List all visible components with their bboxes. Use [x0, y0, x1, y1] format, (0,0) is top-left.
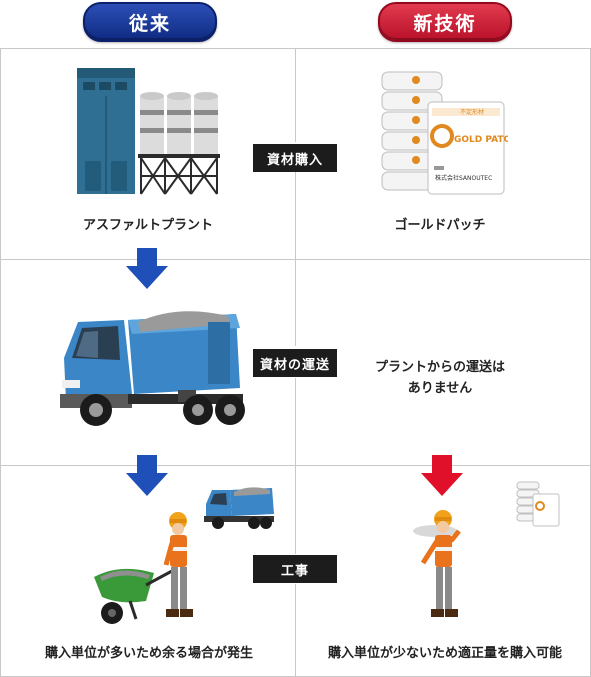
down-arrow-icon — [420, 455, 464, 497]
caption-conventional-construction: 購入単位が多いため余る場合が発生 — [44, 646, 253, 661]
asphalt-plant-icon — [75, 66, 225, 198]
column-divider — [295, 172, 296, 346]
down-arrow-icon — [125, 248, 169, 290]
tag-material-transport: 資材の運送 — [253, 349, 337, 377]
caption-asphalt-plant: アスファルトプラント — [82, 218, 213, 233]
no-transport-note-line1: プラントからの運送は — [374, 360, 505, 375]
small-gold-patch-bags-icon — [515, 480, 561, 528]
caption-new-construction: 購入単位が少ないため適正量を購入可能 — [327, 646, 562, 661]
product-maker: 株式会社SANOUTEC — [435, 174, 492, 182]
dump-truck-icon — [58, 298, 248, 438]
column-divider — [295, 584, 296, 676]
no-transport-note-line2: ありません — [407, 381, 473, 396]
small-truck-icon — [204, 482, 276, 532]
tag-material-purchase: 資材購入 — [253, 144, 337, 172]
caption-gold-patch: ゴールドパッチ — [394, 218, 486, 233]
down-arrow-icon — [125, 455, 169, 497]
header-conventional: 従来 — [83, 2, 217, 42]
worker-carrying-bag-icon — [405, 505, 485, 630]
header-new-technology: 新技術 — [378, 2, 512, 42]
gold-patch-bags-icon: GOLD PATCH 不定形材 株式会社SANOUTEC — [378, 66, 508, 198]
product-brand: GOLD PATCH — [454, 135, 508, 145]
no-transport-note: プラントからの運送は ありません — [360, 357, 520, 399]
column-divider — [295, 48, 296, 142]
worker-wheelbarrow-icon — [90, 505, 220, 635]
tag-construction: 工事 — [253, 555, 337, 583]
column-divider — [295, 378, 296, 554]
product-label-top: 不定形材 — [460, 108, 484, 116]
